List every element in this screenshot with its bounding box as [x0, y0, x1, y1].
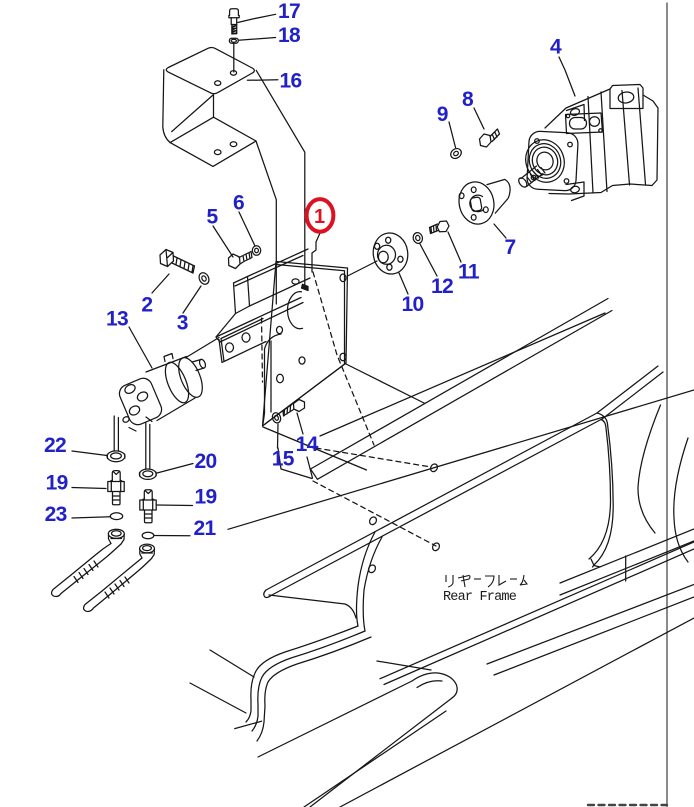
svg-text:7: 7: [505, 236, 516, 259]
svg-text:15: 15: [272, 447, 295, 470]
svg-text:13: 13: [106, 308, 128, 331]
svg-text:14: 14: [296, 433, 319, 456]
svg-text:12: 12: [431, 275, 453, 298]
svg-text:10: 10: [402, 293, 424, 316]
svg-text:4: 4: [550, 36, 562, 59]
svg-text:23: 23: [45, 503, 67, 526]
svg-text:5: 5: [207, 206, 219, 229]
svg-text:1: 1: [314, 206, 325, 228]
svg-text:8: 8: [462, 88, 474, 111]
svg-text:17: 17: [278, 0, 300, 23]
svg-text:6: 6: [233, 192, 244, 215]
svg-text:9: 9: [437, 103, 448, 126]
svg-text:3: 3: [177, 312, 188, 335]
svg-text:19: 19: [195, 486, 217, 509]
svg-text:19: 19: [46, 472, 68, 495]
svg-text:22: 22: [44, 434, 66, 457]
svg-text:18: 18: [278, 24, 301, 47]
svg-text:Rear Frame: Rear Frame: [443, 590, 517, 605]
svg-text:2: 2: [141, 294, 152, 317]
svg-text:20: 20: [195, 450, 217, 473]
svg-text:21: 21: [194, 517, 217, 540]
svg-text:11: 11: [458, 261, 480, 284]
svg-text:16: 16: [280, 70, 302, 93]
